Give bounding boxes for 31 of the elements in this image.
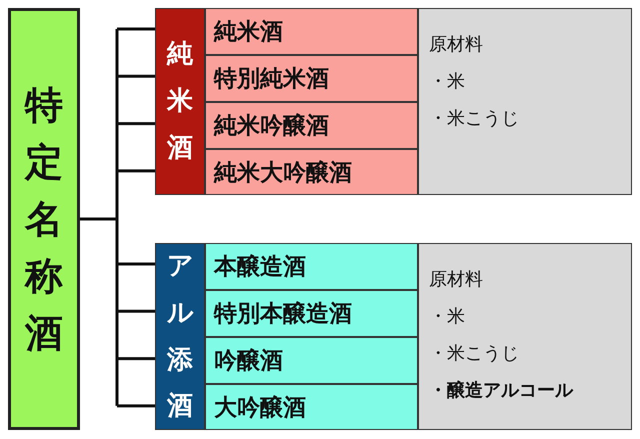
- sake-type: 純米酒: [214, 18, 283, 47]
- type-row: [205, 8, 418, 55]
- ingredient-item: ・醸造アルコール: [429, 379, 573, 403]
- type-row: [205, 149, 418, 195]
- root-box: [8, 8, 80, 430]
- root-label: 特定名称酒: [25, 82, 63, 356]
- sake-type: 大吟醸酒: [214, 394, 306, 422]
- sake-type: 純米大吟醸酒: [214, 158, 352, 188]
- category-label: アル添酒: [167, 250, 193, 424]
- ingredients-heading: 原材料: [429, 268, 483, 292]
- sake-type: 純米吟醸酒: [214, 112, 329, 141]
- ingredients-heading: 原材料: [429, 33, 483, 57]
- category-box: [155, 8, 205, 195]
- ingredient-item: ・米こうじ: [429, 107, 519, 131]
- ingredients-box: [418, 8, 632, 195]
- sake-type: 吟醸酒: [214, 347, 283, 376]
- type-row: [205, 102, 418, 149]
- type-row: [205, 290, 418, 337]
- ingredient-item: ・米: [429, 305, 465, 329]
- sake-type: 特別本醸造酒: [214, 300, 352, 329]
- type-row: [205, 384, 418, 430]
- ingredient-item: ・米: [429, 70, 465, 94]
- category-box: [155, 243, 205, 430]
- category-label: 純米酒: [167, 38, 193, 165]
- ingredient-item: ・米こうじ: [429, 342, 519, 366]
- type-row: [205, 55, 418, 102]
- sake-type: 本醸造酒: [214, 253, 306, 282]
- type-row: [205, 243, 418, 290]
- type-row: [205, 337, 418, 384]
- ingredients-box: [418, 243, 632, 430]
- sake-type: 特別純米酒: [214, 65, 329, 94]
